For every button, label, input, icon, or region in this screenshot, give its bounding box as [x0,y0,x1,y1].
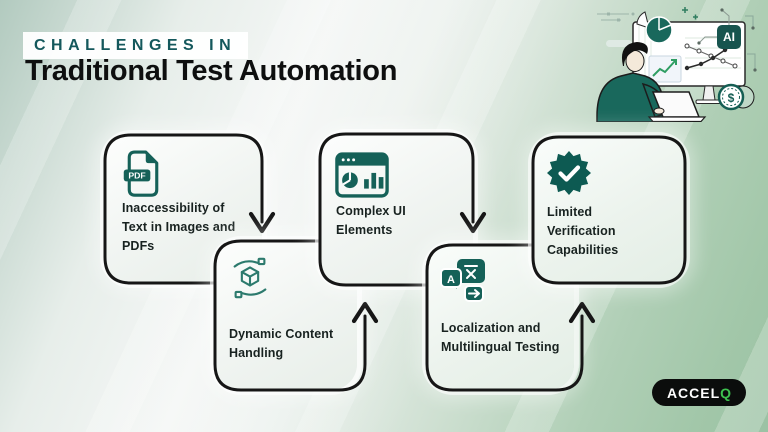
up-arrow-icon [568,301,596,324]
plus-sparkles-icon [682,7,698,20]
ai-badge: AI [697,8,741,49]
verified-seal-icon [545,149,593,202]
circuit-lines-right-icon [745,15,757,72]
hands-holding-box-icon [227,254,273,307]
card-label: Complex UI Elements [336,204,406,237]
translate-a-text: A [447,274,455,286]
growth-chart-icon [648,55,682,83]
pie-chart-icon [636,11,673,44]
eyebrow-chip: CHALLENGES IN [23,32,249,59]
decor-pill [606,40,632,47]
dollar-coins-icon: $ [717,83,755,111]
logo-text: ACCEL [666,384,721,401]
card-label: Localization and Multilingual Testing [441,321,560,354]
dollar-coin-text: $ [728,91,735,105]
pdf-badge-text: PDF [128,171,145,181]
laptop-icon [647,91,707,122]
eyebrow-text: CHALLENGES IN [34,37,237,54]
ai-badge-text: AI [723,30,735,44]
up-arrow-icon [351,301,379,324]
page-title: Traditional Test Automation [25,55,398,87]
card-label: Dynamic Content Handling [229,327,334,360]
dashboard-window-icon [334,152,390,203]
ai-analytics-illustration: AI $ [596,7,757,122]
circuit-lines-icon [597,12,635,22]
logo-accent: Q [720,384,732,401]
translation-icon: A [439,257,487,310]
card-label: Limited Verification Capabilities [547,205,619,257]
card-limited-verification: Limited Verification Capabilities [533,137,685,283]
